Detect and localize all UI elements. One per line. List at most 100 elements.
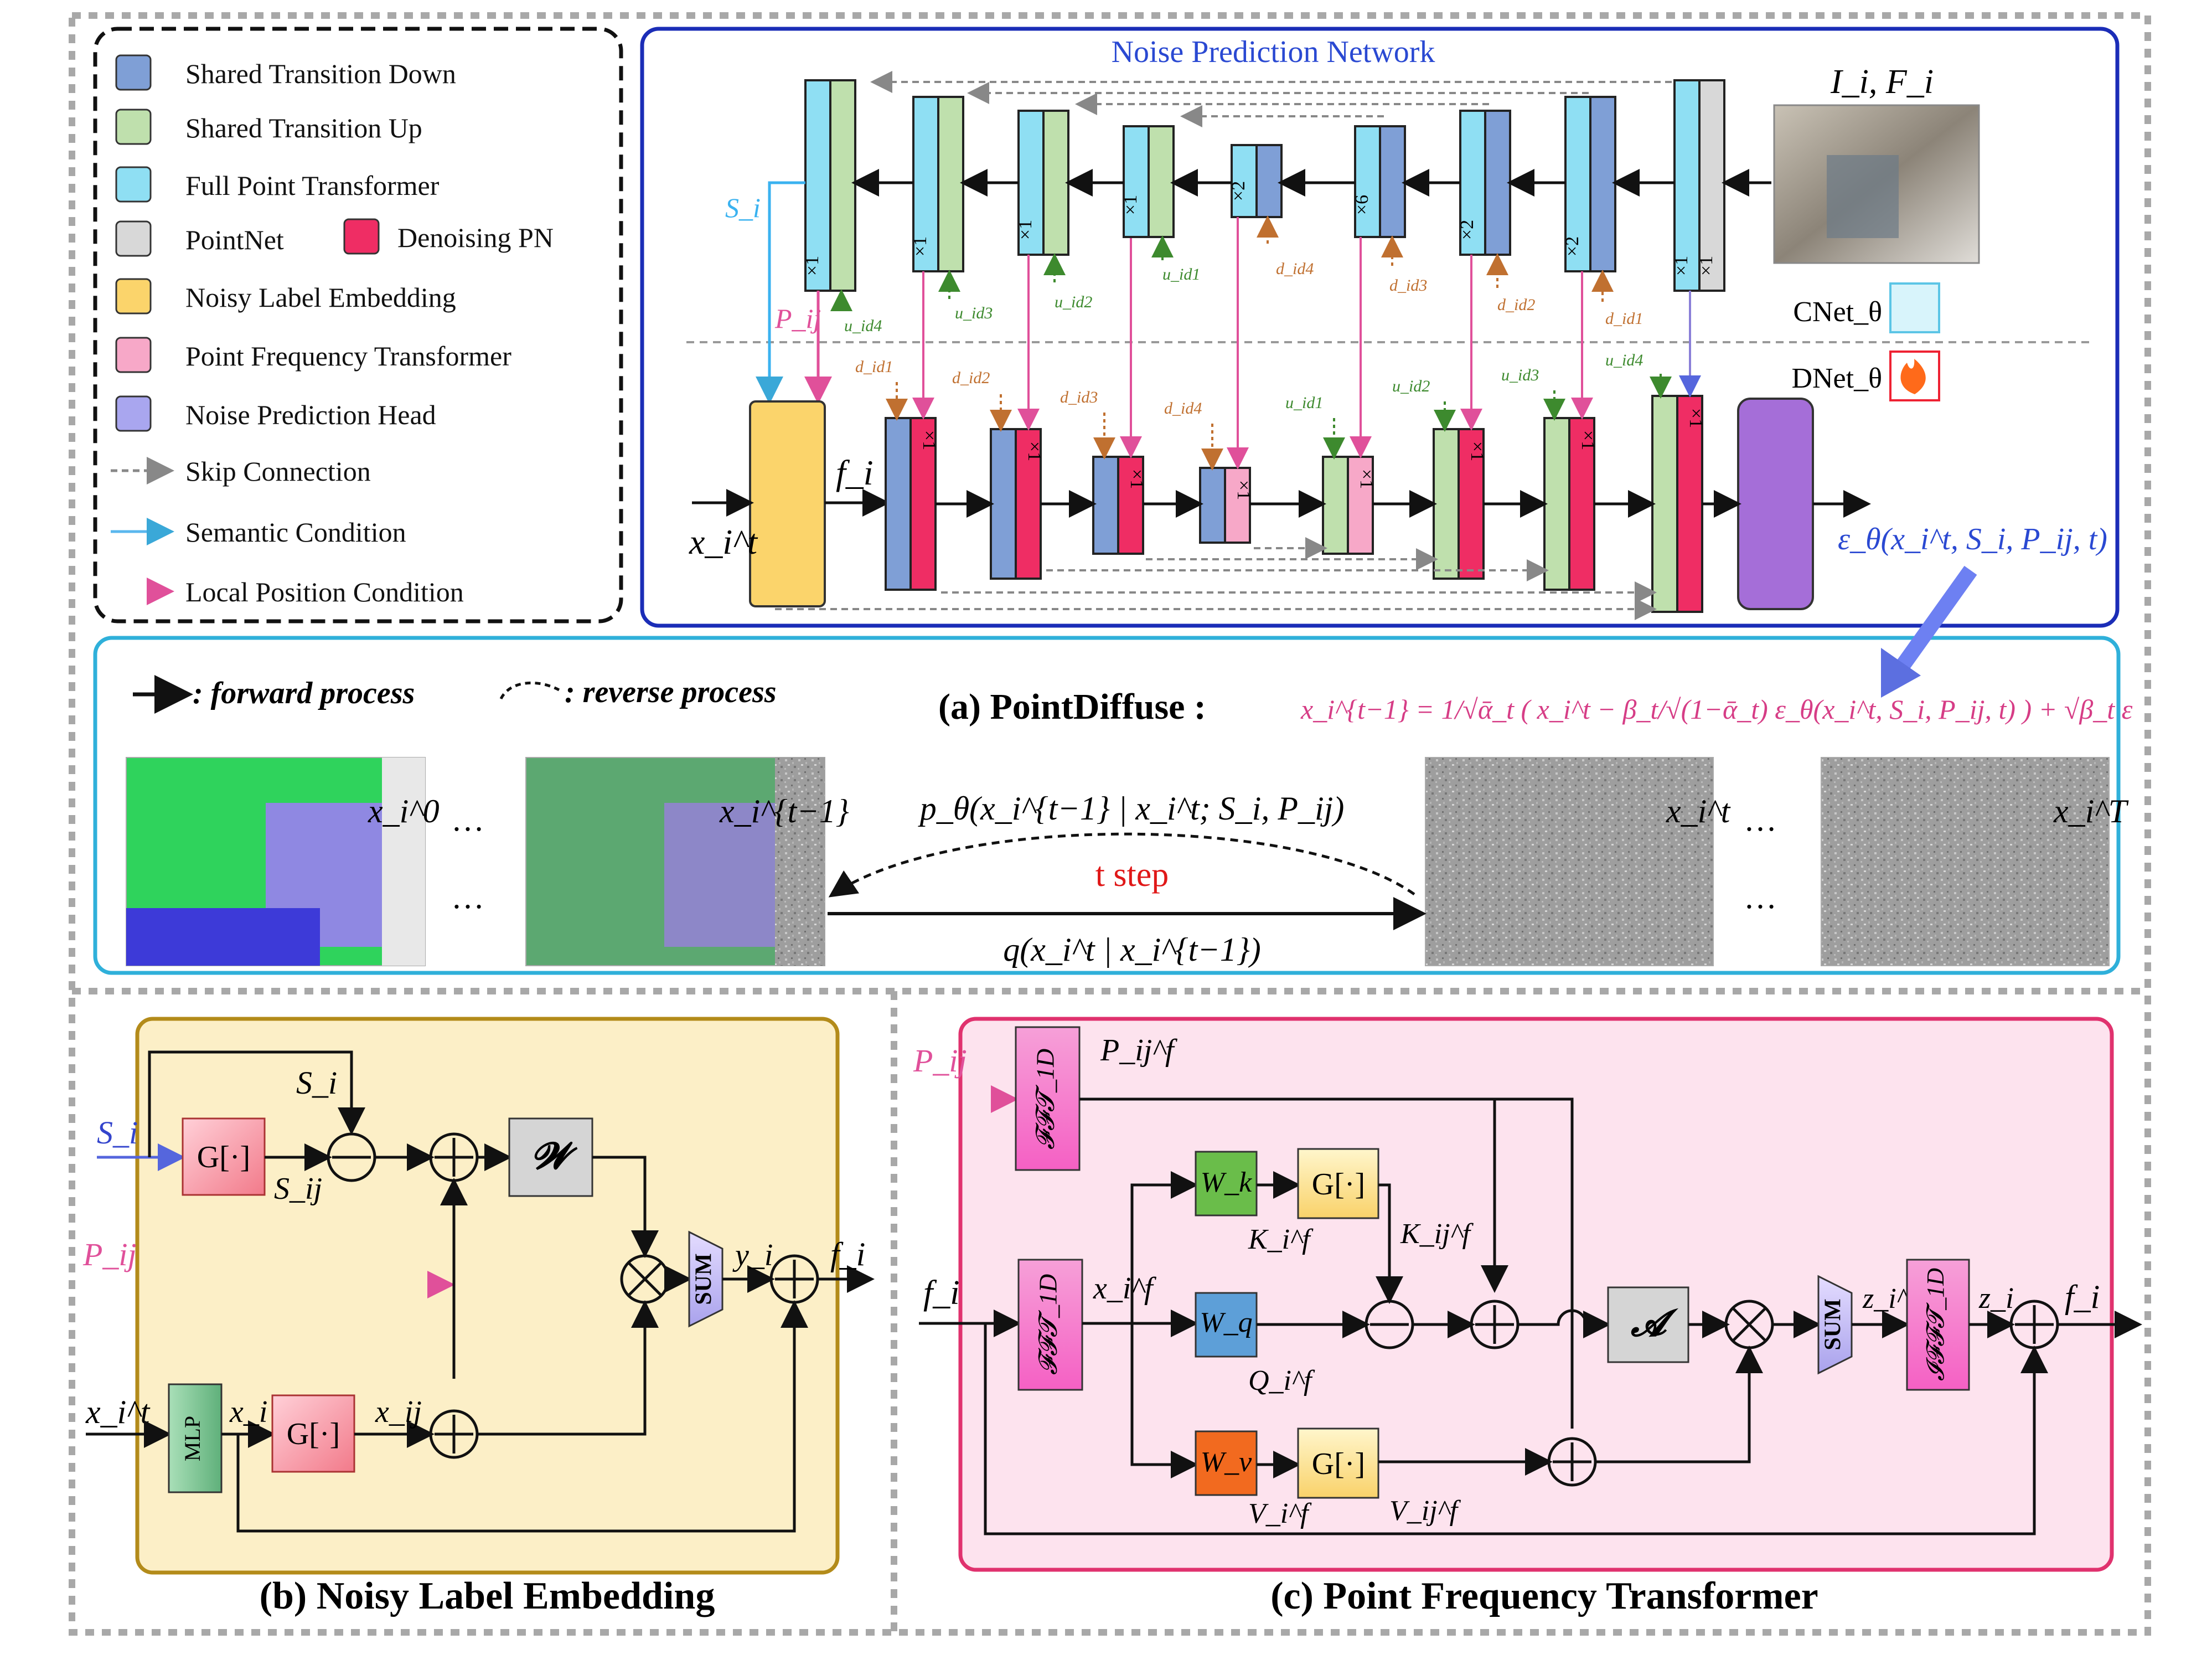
emb-fi-label: f_i [830,1236,865,1272]
decoder-up-7 [1543,417,1570,591]
decoder-mult-7: ×1 [1578,430,1598,450]
encoder-mult-10: ×1 [1696,256,1717,276]
decoder-mult-2: ×1 [1024,441,1045,461]
pft-zi-label: z_i [1978,1281,2014,1315]
emb-g-label-1: G[·] [197,1140,250,1174]
encoder-skips [870,71,1694,127]
emb-pij-label: P_ij [82,1236,137,1272]
pft-g-label-v: G[·] [1312,1447,1365,1481]
f-label: f_i [836,453,874,492]
reverse-arrow [828,832,1415,898]
legend-label-full-pt: Full Point Transformer [185,170,440,201]
upper-id-arrows [830,215,1614,311]
pft-plus2-out [1595,1346,1763,1463]
emb-mlp-label: MLP [180,1416,205,1461]
frame-xt1-noise-strip [775,757,825,966]
legend-label-skip: Skip Connection [185,456,371,487]
encoder-mult-9: ×1 [1671,256,1692,276]
pft-g-label-k: G[·] [1312,1167,1365,1202]
legend-swatch-denoising-pn [343,218,380,255]
pft-wv-block [1195,1430,1258,1496]
decoder-mult-8: ×1 [1686,408,1706,428]
ellipsis-2: … [451,879,484,915]
emb-yi-label: y_i [732,1238,773,1272]
noise-prediction-head [1737,398,1814,610]
diffusion-equation: x_i^{t−1} = 1/√ᾱ_t ( x_i^t − β_t/√(1−ᾱ_t… [1300,694,2133,725]
decoder-dpn-7 [1568,417,1595,591]
reverse-equation: p_θ(x_i^{t−1} | x_i^t; S_i, P_ij) [918,790,1345,827]
decoder-down-2 [990,428,1017,580]
encoder-down-7 [1484,110,1511,256]
id-label-d4: d_id4 [1276,260,1314,278]
pft-vijf-label: V_ij^f [1389,1495,1461,1527]
decoder-mult-4: ×1 [1233,480,1254,500]
upper-id-labels: u_id4 u_id3 u_id2 u_id1 d_id4 d_id3 d_id… [844,260,1643,335]
legend-swatch-transition-down [115,54,152,91]
legend-swatch-noisy-label [115,278,152,315]
frame-x0-label: x_i^0 [368,793,440,829]
pft-xif-label: x_i^f [1093,1271,1157,1306]
ellipsis-1: … [451,801,484,838]
embedding-frame [135,1017,840,1575]
legend-swatch-head [115,395,152,432]
pft-ifft-label: 𝓘𝓕𝓕𝓣_1D [1922,1268,1949,1381]
decoder-pft-4 [1224,467,1251,544]
pft-qif-label: Q_i^f [1248,1365,1315,1396]
encoder-up-2 [937,96,964,272]
encoder-down-6 [1379,125,1406,238]
legend-swatch-full-pt [115,166,152,203]
embedding-caption: (b) Noisy Label Embedding [260,1575,715,1617]
cnet-label: CNet_θ [1793,296,1882,328]
emb-g-block-2 [271,1394,355,1473]
decoder-up-6 [1433,428,1460,580]
lid-d3: d_id3 [1060,388,1098,406]
pft-sum-block [1817,1275,1853,1375]
decoder-mult-5: ×1 [1356,469,1377,489]
lid-u2: u_id2 [1392,377,1430,395]
frame-xt-image [1425,757,1714,966]
decoder-mult-6: ×1 [1467,441,1487,461]
output-big-arrow [1892,565,1977,676]
encoder-mult-4: ×1 [1120,195,1141,215]
frame-xT-label: x_i^T [2053,793,2129,829]
pft-panel: P_ij 𝓕𝓕𝓣_1D P_ij^f f_i 𝓕𝓕𝓣_1D x_i^f W_k … [913,1017,2142,1617]
dnet-label: DNet_θ [1791,363,1882,394]
pft-wk-label: W_k [1201,1167,1252,1198]
pft-pijf-label: P_ij^f [1100,1033,1178,1068]
emb-si-branch [148,1050,365,1157]
id-label-u4: u_id4 [844,317,882,335]
legend: Shared Transition Down Shared Transition… [93,27,623,623]
decoder-dpn-6 [1458,428,1485,580]
id-label-d2: d_id2 [1497,296,1535,314]
outer-frames [69,12,2151,1636]
emb-sum-label: SUM [691,1253,717,1305]
output-big-arrow-head [1881,648,1921,698]
emb-xij-label: x_ij [375,1395,422,1429]
encoder-mult-7: ×2 [1457,220,1477,240]
lower-id-labels: d_id1 d_id2 d_id3 d_id4 u_id1 u_id2 u_id… [855,351,1643,418]
frame-x0-noise-strip [382,757,425,966]
encoder-pt-3 [1017,110,1045,256]
lid-d2: d_id2 [952,369,990,387]
noisy-label-embedding-block [749,400,826,607]
decoder-mult-3: ×1 [1126,469,1147,489]
id-label-d1: d_id1 [1605,310,1643,328]
frame-xt1-wall [664,803,786,947]
pft-vif-label: V_i^f [1248,1498,1312,1529]
snowflake-icon [1889,282,1940,333]
id-label-u2: u_id2 [1055,293,1092,311]
pft-pijf-line [1079,1097,1574,1429]
emb-g-block-1 [182,1117,266,1196]
legend-swatch-transition-up [115,109,152,145]
emb-g-label-2: G[·] [287,1417,340,1451]
frame-xt-label: x_i^t [1666,793,1731,829]
encoder-pt-9 [1673,79,1701,292]
legend-label-noisy-label: Noisy Label Embedding [185,282,456,313]
emb-plus2-out [477,1300,659,1436]
legend-swatch-pointnet [115,220,152,257]
legend-label-semantic: Semantic Condition [185,517,406,548]
forward-equation: q(x_i^t | x_i^{t−1}) [1003,931,1261,968]
frame-xT-image [1821,757,2110,966]
decoder-up-8 [1651,395,1678,613]
